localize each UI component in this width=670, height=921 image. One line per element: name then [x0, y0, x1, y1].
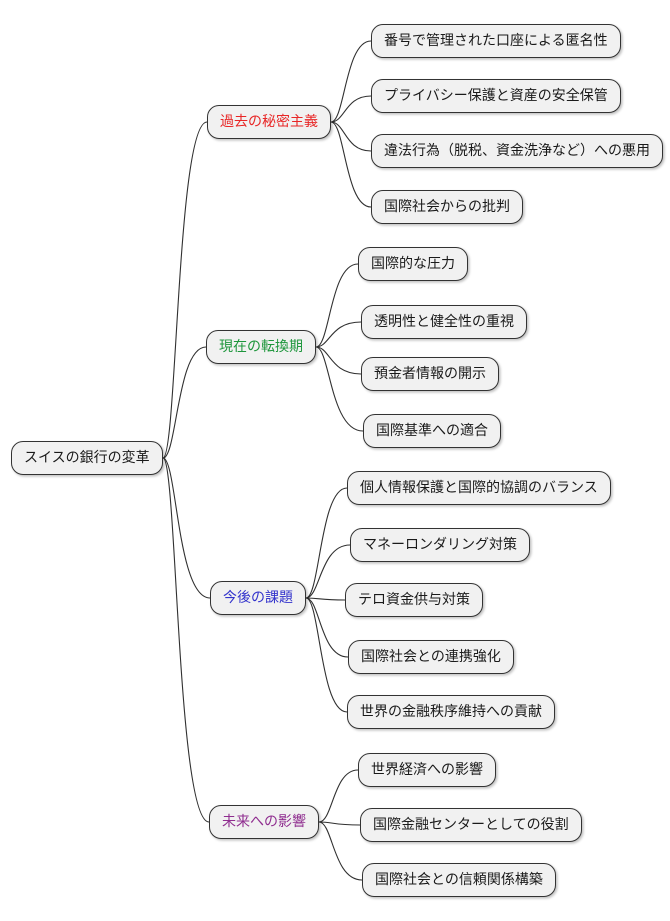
node-leaf-3-2: 国際社会との信頼関係構築 [362, 863, 556, 897]
connector-curve [330, 95, 372, 123]
node-leaf-3-0: 世界経済への影響 [358, 753, 496, 787]
connector-curve [162, 346, 207, 459]
node-leaf-2-4: 世界の金融秩序維持への貢献 [347, 695, 555, 729]
node-branch-2: 今後の課題 [210, 581, 306, 615]
node-leaf-2-0: 個人情報保護と国際的協調のバランス [347, 471, 611, 505]
connector-curve [162, 457, 210, 823]
connector-curve [330, 40, 372, 123]
connector-curve [305, 544, 351, 599]
node-leaf-2-2: テロ資金供与対策 [345, 583, 483, 617]
connector-curve [315, 263, 359, 348]
connector-curve [315, 321, 362, 348]
node-leaf-1-2: 預金者情報の開示 [361, 357, 499, 391]
connector-curve [305, 487, 348, 599]
node-leaf-0-0: 番号で管理された口座による匿名性 [371, 24, 621, 58]
connector-curve [315, 346, 362, 375]
node-leaf-2-3: 国際社会との連携強化 [348, 640, 514, 674]
connector-curve [318, 769, 359, 823]
node-leaf-0-1: プライバシー保護と資産の安全保管 [371, 79, 621, 113]
node-branch-3: 未来への影響 [209, 805, 319, 839]
connector-curve [318, 821, 361, 826]
connector-curve [315, 346, 364, 432]
connector-curve [330, 121, 372, 208]
node-leaf-1-0: 国際的な圧力 [358, 247, 468, 281]
node-leaf-0-2: 違法行為（脱税、資金洗浄など）への悪用 [371, 134, 663, 168]
node-leaf-2-1: マネーロンダリング対策 [350, 528, 530, 562]
connector-curve [162, 457, 211, 599]
node-root: スイスの銀行の変革 [11, 441, 163, 475]
node-leaf-1-1: 透明性と健全性の重視 [361, 305, 527, 339]
node-leaf-0-3: 国際社会からの批判 [371, 190, 523, 224]
node-branch-1: 現在の転換期 [206, 330, 316, 364]
connector-curve [330, 121, 372, 152]
node-leaf-3-1: 国際金融センターとしての役割 [360, 808, 582, 842]
connector-curve [162, 121, 208, 459]
connector-curve [305, 597, 349, 658]
connector-curve [318, 821, 363, 881]
node-leaf-1-3: 国際基準への適合 [363, 414, 501, 448]
connector-curve [305, 597, 348, 713]
node-branch-0: 過去の秘密主義 [207, 105, 331, 139]
connector-curve [305, 597, 346, 601]
